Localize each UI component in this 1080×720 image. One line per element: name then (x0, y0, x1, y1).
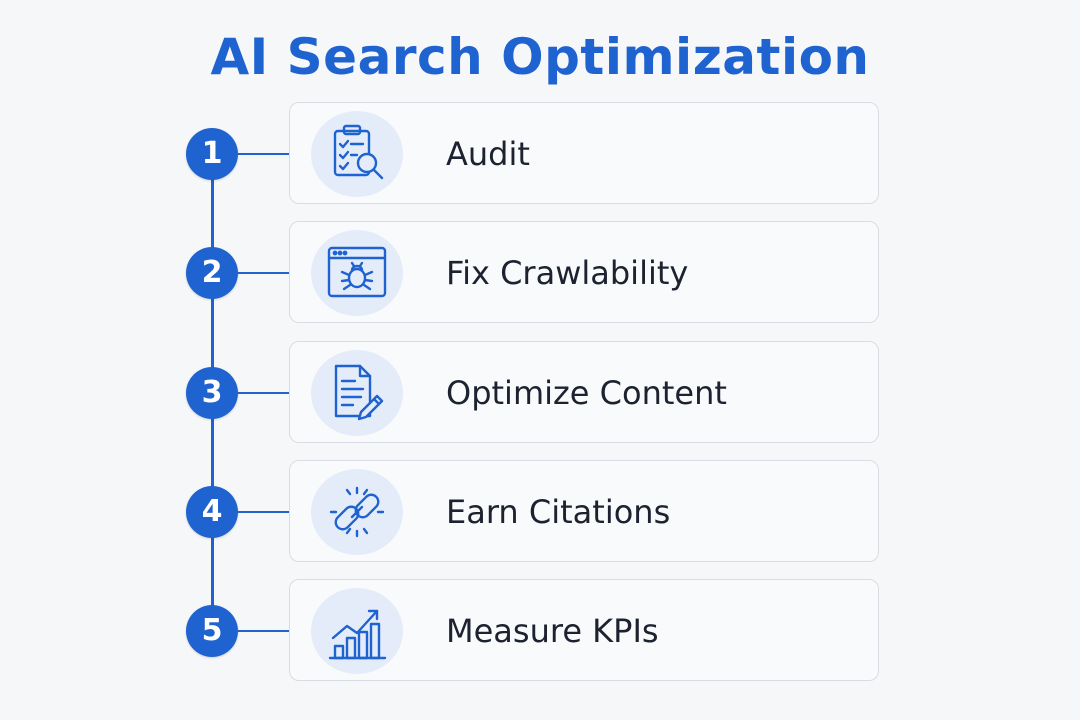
step-5: 5 Measure KPIs (186, 579, 886, 683)
step-1: 1 Audit (186, 102, 886, 206)
step-4: 4 Earn Citations (186, 460, 886, 564)
step-number-badge: 1 (186, 128, 238, 180)
step-2: 2 Fix Crawlability (186, 221, 886, 325)
step-number-badge: 3 (186, 367, 238, 419)
step-card: Earn Citations (289, 460, 879, 562)
step-number-badge: 2 (186, 247, 238, 299)
step-label: Audit (446, 135, 530, 173)
step-card: Measure KPIs (289, 579, 879, 681)
step-label: Fix Crawlability (446, 254, 689, 292)
diagram-title: AI Search Optimization (210, 28, 870, 86)
step-connector (238, 392, 290, 394)
document-pencil-icon (311, 350, 403, 436)
bar-chart-trend-icon (311, 588, 403, 674)
step-number-badge: 5 (186, 605, 238, 657)
browser-window-bug-icon (311, 230, 403, 316)
chain-link-icon (311, 469, 403, 555)
step-card: Optimize Content (289, 341, 879, 443)
step-connector (238, 153, 290, 155)
step-label: Measure KPIs (446, 612, 659, 650)
step-label: Earn Citations (446, 493, 671, 531)
step-connector (238, 630, 290, 632)
step-connector (238, 511, 290, 513)
step-connector (238, 272, 290, 274)
step-label: Optimize Content (446, 374, 727, 412)
step-number-badge: 4 (186, 486, 238, 538)
clipboard-checklist-magnifier-icon (311, 111, 403, 197)
step-card: Fix Crawlability (289, 221, 879, 323)
step-3: 3 Optimize Content (186, 341, 886, 445)
step-card: Audit (289, 102, 879, 204)
